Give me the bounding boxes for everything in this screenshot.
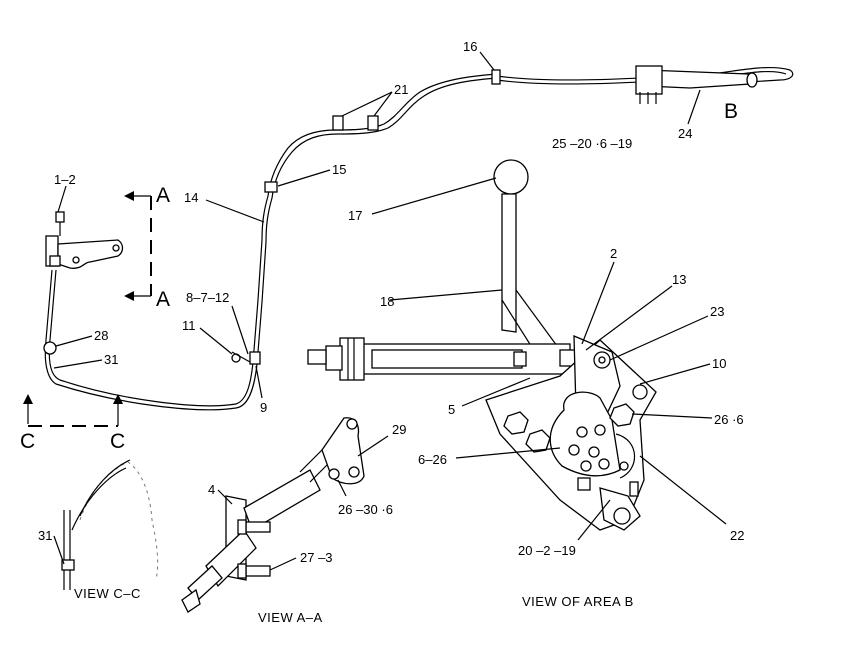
callout-28: 28 (94, 328, 108, 343)
clip-28 (43, 341, 57, 355)
clip-31-view (61, 559, 75, 571)
clip-15 (264, 181, 278, 193)
caption-view-a-a: VIEW A–A (258, 610, 323, 625)
fitting-9 (249, 351, 261, 365)
callout-25-20-6-19: 25 –20 ·6 –19 (552, 136, 632, 151)
callout-2: 2 (610, 246, 617, 261)
callout-8-7-12: 8–7–12 (186, 290, 229, 305)
caption-view-c-c: VIEW C–C (74, 586, 141, 601)
view-captions: VIEW C–C VIEW A–A VIEW OF AREA B (74, 586, 634, 625)
callout-5: 5 (448, 402, 455, 417)
cylinder-end (339, 337, 365, 381)
clip-16 (491, 69, 501, 85)
callout-29: 29 (392, 422, 406, 437)
view-c-c (61, 459, 159, 590)
clip-21a (332, 115, 344, 131)
callout-b: B (724, 100, 738, 123)
leader-lines (53, 51, 727, 571)
section-marks (23, 191, 152, 427)
callout-1-2: 1–2 (54, 172, 76, 187)
callout-26-30-6: 26 –30 ·6 (338, 502, 393, 517)
callout-14: 14 (184, 190, 198, 205)
knob-17 (493, 159, 529, 195)
callout-13: 13 (672, 272, 686, 287)
clip-21b (367, 115, 379, 131)
cable-assembly (43, 65, 794, 411)
caption-view-area-b: VIEW OF AREA B (522, 594, 634, 609)
control-lever-assembly (307, 159, 657, 531)
callout-6-26: 6–26 (418, 452, 447, 467)
callout-4: 4 (208, 482, 215, 497)
callout-26-6: 26 ·6 (714, 412, 744, 427)
callout-18: 18 (380, 294, 394, 309)
callout-17: 17 (348, 208, 362, 223)
callout-31-view: 31 (38, 528, 52, 543)
callout-15: 15 (332, 162, 346, 177)
callout-23: 23 (710, 304, 724, 319)
callout-31: 31 (104, 352, 118, 367)
callout-20-2-19: 20 –2 –19 (518, 543, 576, 558)
mount-plate (57, 239, 124, 269)
callout-10: 10 (712, 356, 726, 371)
callout-16: 16 (463, 39, 477, 54)
callout-27-3: 27 –3 (300, 550, 333, 565)
callout-24: 24 (678, 126, 692, 141)
callout-labels: 16 21 25 –20 ·6 –19 24 B 1–2 A A 15 14 1… (20, 39, 744, 565)
callout-21: 21 (394, 82, 408, 97)
callout-11: 11 (182, 318, 196, 333)
bracket-25 (635, 65, 663, 95)
lever-18 (501, 193, 517, 333)
view-a-a (181, 417, 365, 613)
callout-c-left: C (20, 430, 35, 453)
callout-22: 22 (730, 528, 744, 543)
callout-a-bottom: A (156, 288, 170, 311)
callout-9: 9 (260, 400, 267, 415)
callout-a-top: A (156, 184, 170, 207)
callout-c-right: C (110, 430, 125, 453)
